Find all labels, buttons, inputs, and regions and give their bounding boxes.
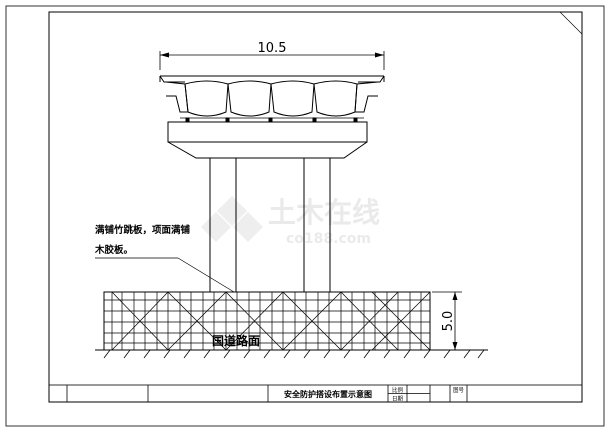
sheet-label: 图号	[453, 386, 465, 394]
annotation-line-2: 木胶板。	[94, 244, 133, 256]
scale-label: 比例	[392, 386, 404, 394]
height-dimension-label: 5.0	[441, 311, 456, 332]
frame-corner-mark	[553, 11, 583, 42]
title-block	[48, 384, 583, 403]
span-dimension-label: 10.5	[258, 41, 287, 56]
height-dimension	[432, 291, 462, 351]
outer-frame	[5, 5, 605, 427]
road-label: 国道路面	[212, 333, 260, 348]
scaffolding	[103, 291, 431, 351]
ground-line	[95, 349, 488, 359]
annotation-line-1: 满铺竹跳板，项面满铺	[95, 224, 191, 236]
date-label: 日期	[392, 396, 404, 403]
span-dimension: 10.5	[159, 41, 385, 70]
pier-cap	[167, 121, 368, 159]
watermark-text: 土木在线	[268, 196, 380, 229]
bridge-deck	[159, 75, 385, 122]
watermark-url: co188.com	[286, 231, 371, 247]
frame-corner-diagonal	[559, 11, 583, 35]
watermark: 土木在线 co188.com	[201, 196, 380, 247]
pier-columns	[209, 158, 331, 292]
watermark-logo-icon	[201, 196, 263, 242]
deck-annotation: 满铺竹跳板，项面满铺 木胶板。	[94, 224, 235, 293]
drawing-title: 安全防护搭设布置示意图	[284, 389, 372, 399]
